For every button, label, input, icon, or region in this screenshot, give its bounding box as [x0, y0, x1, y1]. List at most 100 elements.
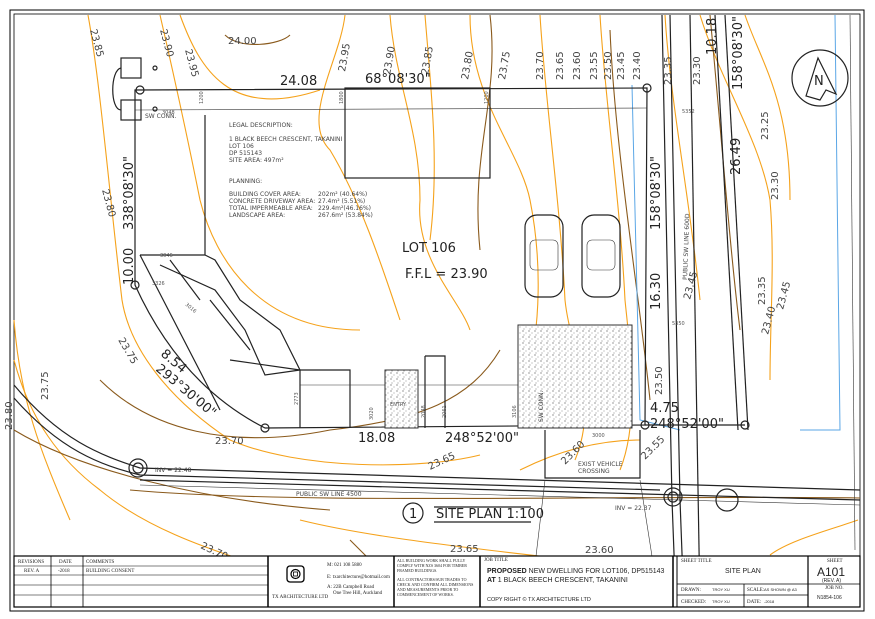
- revision-date: -2018: [58, 569, 70, 574]
- sw-conn-label: SW CONN.: [145, 113, 177, 120]
- legal-description: LEGAL DESCRIPTION: 1 BLACK BEECH CRESCEN…: [228, 122, 373, 219]
- svg-text:229.4m²(46.16%): 229.4m²(46.16%): [318, 205, 371, 212]
- sheet-number: A101: [817, 565, 845, 579]
- svg-text:23.95: 23.95: [337, 42, 353, 72]
- phone: M: 021 108 5880: [327, 563, 362, 568]
- lot-label: LOT 106: [402, 241, 456, 256]
- svg-text:5350: 5350: [672, 321, 685, 327]
- svg-text:23.85: 23.85: [420, 45, 436, 75]
- svg-text:3326: 3326: [152, 281, 165, 287]
- company-name: TX ARCHITECTURE LTD: [272, 595, 329, 600]
- job-title-label: JOB TITLE: [484, 558, 508, 563]
- boundary-bearing: 158°08'30": [731, 16, 746, 90]
- date-label: DATE:: [747, 600, 761, 605]
- svg-text:DP 515143: DP 515143: [229, 150, 262, 157]
- boundary-bearing: 248°52'00": [650, 417, 724, 432]
- scale-value: AS SHOWN @ A3: [764, 587, 798, 592]
- svg-text:267.6m² (53.84%): 267.6m² (53.84%): [318, 212, 373, 219]
- svg-text:23.45: 23.45: [616, 51, 627, 80]
- svg-text:5352: 5352: [682, 109, 695, 115]
- svg-text:23.90: 23.90: [382, 45, 398, 75]
- tree-circle: [715, 488, 739, 512]
- boundary-length: 16.30: [649, 273, 664, 310]
- svg-text:23.50: 23.50: [603, 51, 614, 80]
- svg-text:LANDSCAPE AREA:: LANDSCAPE AREA:: [229, 212, 285, 219]
- sw-conn-label: SW CONN.: [538, 390, 545, 422]
- drawn-label: DRAWN:: [681, 588, 701, 593]
- svg-text:23.35: 23.35: [663, 56, 674, 85]
- manhole-icon: [128, 458, 148, 478]
- job-no-label: JOB NO.: [825, 586, 844, 591]
- svg-text:1 BLACK BEECH CRESCENT, TAKANI: 1 BLACK BEECH CRESCENT, TAKANINI: [229, 136, 343, 143]
- boundary-length: 26.49: [729, 138, 744, 175]
- svg-text:23.40: 23.40: [760, 305, 778, 336]
- svg-text:23.60: 23.60: [572, 51, 583, 80]
- checked-label: CHECKED:: [681, 600, 706, 605]
- svg-text:23.80: 23.80: [99, 188, 117, 219]
- svg-text:27.4m² (5.51%): 27.4m² (5.51%): [318, 198, 365, 205]
- company-logo-icon: [286, 565, 305, 583]
- inv-label: INV = 22.37: [615, 505, 652, 512]
- boundary-bearing: 293°30'00": [152, 362, 218, 421]
- svg-text:3000: 3000: [592, 433, 605, 439]
- job-no: N1854-106: [817, 595, 842, 601]
- crossing-label: EXIST VEHICLE: [578, 461, 623, 468]
- svg-text:3046: 3046: [160, 253, 173, 259]
- note-contractors: ALL CONTRACTORS/SUB TRADES TO CHECK AND …: [397, 577, 474, 597]
- comments-header: COMMENTS: [86, 560, 115, 565]
- dimension-labels: 3048 1200 1800 3046 3326 3016 2773 3020 …: [152, 91, 695, 439]
- svg-text:23.70: 23.70: [215, 436, 244, 447]
- svg-text:2048: 2048: [421, 405, 427, 418]
- car-icon: [581, 214, 621, 298]
- sheet-title: SITE PLAN: [725, 568, 761, 575]
- svg-text:23.95: 23.95: [182, 48, 200, 79]
- lot-boundary: [134, 87, 648, 429]
- svg-text:23.90: 23.90: [157, 28, 175, 59]
- svg-text:23.50: 23.50: [654, 366, 665, 395]
- svg-text:23.65: 23.65: [555, 51, 566, 80]
- view-title: SITE PLAN 1:100: [436, 507, 544, 522]
- job-title-line2: AT 1 BLACK BEECH CRESCENT, TAKANINI: [487, 577, 628, 584]
- svg-text:LEGAL DESCRIPTION:: LEGAL DESCRIPTION:: [229, 122, 293, 129]
- svg-text:3020: 3020: [369, 407, 375, 420]
- sheet-label: SHEET: [827, 559, 843, 564]
- svg-text:1200: 1200: [199, 91, 205, 104]
- svg-text:23.85: 23.85: [87, 28, 105, 59]
- svg-text:1800: 1800: [339, 91, 345, 104]
- svg-text:3016: 3016: [184, 302, 198, 315]
- svg-text:PLANNING:: PLANNING:: [229, 178, 262, 185]
- svg-text:23.65: 23.65: [427, 451, 458, 473]
- sheet-title-label: SHEET TITLE: [681, 559, 712, 564]
- sheet-border: [9, 9, 865, 612]
- view-number-circle: [402, 502, 424, 524]
- entry-label: ENTRY: [390, 402, 407, 408]
- svg-text:TOTAL IMPERMEABLE AREA:: TOTAL IMPERMEABLE AREA:: [228, 205, 313, 212]
- svg-text:2061: 2061: [442, 405, 448, 418]
- revision-value: REV. A: [24, 569, 40, 574]
- boundary-bearing: 248°52'00": [445, 431, 519, 446]
- svg-text:3048: 3048: [162, 110, 175, 116]
- svg-text:3106: 3106: [512, 405, 518, 418]
- svg-text:CONCRETE DRIVEWAY AREA:: CONCRETE DRIVEWAY AREA:: [229, 198, 315, 205]
- boundary-bearing: 158°08'30": [649, 156, 664, 230]
- svg-text:2773: 2773: [294, 392, 300, 405]
- boundary-length: 18.08: [358, 431, 395, 446]
- ffl-label: F.F.L = 23.90: [405, 267, 488, 282]
- revisions-header: REVISIONS: [18, 560, 44, 565]
- svg-text:23.35: 23.35: [757, 276, 768, 305]
- date-value: -2018: [764, 599, 775, 604]
- contour-labels: 23.85 23.90 23.95 24.00 23.95 23.90 23.8…: [4, 28, 793, 563]
- boundary-bearing: 338°08'30": [122, 156, 137, 230]
- svg-text:LOT 106: LOT 106: [229, 143, 254, 150]
- boundary-bearing: 68°08'30": [365, 72, 431, 87]
- svg-text:23.55: 23.55: [589, 51, 600, 80]
- svg-text:23.80: 23.80: [460, 50, 476, 80]
- note-compliance: ALL BUILDING WORK SHALL FULLY COMPLY WIT…: [397, 558, 467, 573]
- svg-text:23.30: 23.30: [770, 171, 781, 200]
- sw-line-label: PUBLIC SW LINE 600D: [682, 213, 691, 280]
- water-boundary-line: [631, 14, 841, 431]
- boundary-length: 10.00: [122, 248, 137, 285]
- boundary-length: 10.18: [705, 18, 720, 55]
- svg-text:23.65: 23.65: [450, 544, 479, 555]
- svg-text:23.70: 23.70: [535, 51, 546, 80]
